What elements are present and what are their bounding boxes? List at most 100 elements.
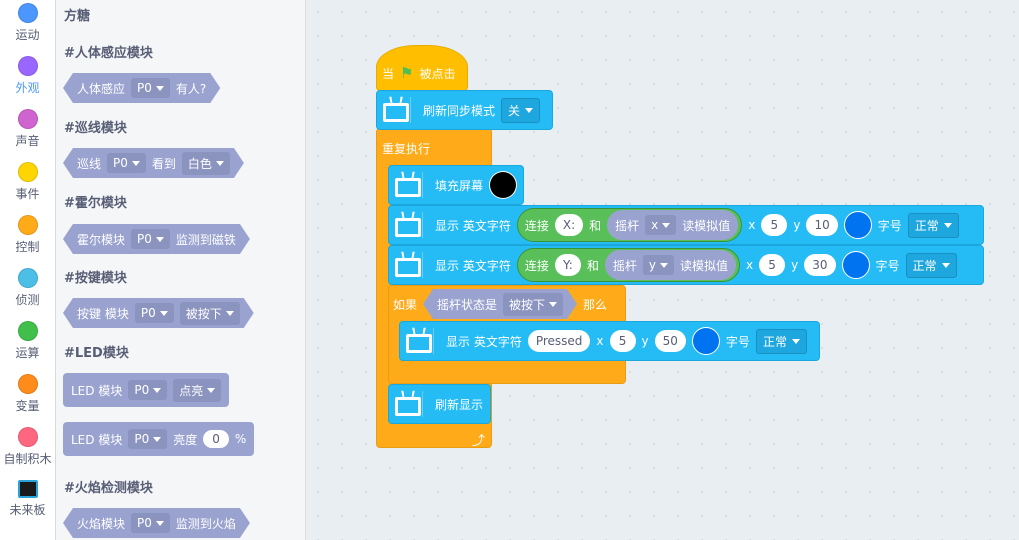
category-1[interactable]: 外观 [0, 56, 55, 96]
joystick-state-block[interactable]: 摇杆状态是被按下 [423, 289, 577, 319]
category-2[interactable]: 声音 [0, 109, 55, 149]
state-dropdown[interactable]: 点亮 [173, 378, 222, 402]
label: 读模拟值 [679, 258, 728, 273]
green-flag-icon: ⚑ [400, 64, 414, 82]
size-dropdown[interactable]: 正常 [907, 212, 959, 238]
label: 监测到火焰 [175, 516, 236, 531]
label: 当 [382, 66, 395, 81]
text-input[interactable]: Y: [554, 254, 581, 276]
state-dropdown[interactable]: 被按下 [503, 293, 563, 316]
category-dot-icon [17, 321, 38, 341]
fill-color-swatch[interactable] [489, 171, 517, 199]
label: 和 [589, 218, 602, 233]
label: 人体感应 [77, 81, 126, 96]
category-8[interactable]: 自制积木 [0, 427, 55, 467]
text-input[interactable]: Pressed [527, 330, 591, 352]
label: x [746, 258, 754, 272]
when-flag-clicked-block[interactable] [376, 45, 468, 91]
refresh-display-block[interactable]: 刷新显示 [388, 384, 491, 424]
label: 如果 [393, 297, 418, 312]
y-input[interactable]: 50 [654, 330, 686, 352]
state-dropdown[interactable]: 被按下 [180, 302, 240, 325]
port-dropdown[interactable]: P0 [131, 229, 170, 249]
label: 那么 [583, 297, 608, 312]
size-dropdown[interactable]: 正常 [905, 252, 957, 278]
label: x [748, 218, 756, 232]
category-9[interactable]: 未来板 [0, 480, 55, 518]
sync-mode-block[interactable]: 刷新同步模式关 [376, 90, 553, 130]
port-dropdown[interactable]: P0 [128, 429, 168, 449]
y-input[interactable]: 30 [804, 254, 836, 276]
label: 监测到磁铁 [175, 232, 236, 247]
category-4[interactable]: 控制 [0, 215, 55, 255]
label: 霍尔模块 [77, 232, 126, 247]
fill-screen-block[interactable]: 填充屏幕 [388, 165, 524, 205]
category-0[interactable]: 运动 [0, 3, 55, 43]
category-dot-icon [17, 162, 38, 182]
category-label: 未来板 [9, 503, 46, 517]
axis-dropdown[interactable]: y [642, 255, 674, 275]
sync-dropdown[interactable]: 关 [501, 97, 541, 123]
category-label: 声音 [15, 134, 40, 148]
category-dot-icon [17, 268, 38, 288]
text-color-swatch[interactable] [691, 327, 720, 355]
y-input[interactable]: 10 [806, 214, 838, 236]
label: 有人? [175, 81, 207, 96]
loop-arrow-icon: ⤴ [472, 434, 486, 449]
label: 被点击 [419, 66, 456, 81]
text-color-swatch[interactable] [841, 251, 870, 279]
x-input[interactable]: 5 [759, 254, 786, 276]
label: 看到 [151, 156, 176, 171]
category-dot-icon [17, 215, 38, 235]
section-line: #巡线模块 [64, 121, 127, 136]
category-6[interactable]: 运算 [0, 321, 55, 361]
category-7[interactable]: 变量 [0, 374, 55, 414]
x-input[interactable]: 5 [609, 330, 636, 352]
brightness-input[interactable]: 0 [203, 430, 229, 448]
section-key: #按键模块 [64, 271, 127, 286]
category-label: 自制积木 [3, 452, 52, 466]
category-label: 变量 [15, 399, 40, 413]
label: 字号 [877, 218, 902, 233]
category-bar: 运动外观声音事件控制侦测运算变量自制积木未来板 [0, 0, 56, 540]
label: 巡线 [77, 156, 102, 171]
category-5[interactable]: 侦测 [0, 268, 55, 308]
text-input[interactable]: X: [554, 214, 584, 236]
board-icon [17, 480, 38, 498]
category-label: 运算 [15, 346, 40, 360]
label: y [793, 218, 801, 232]
line-block[interactable]: 巡线 P0 看到白色 [63, 148, 244, 178]
label: 显示 英文字符 [446, 334, 522, 349]
port-dropdown[interactable]: P0 [128, 380, 168, 400]
port-dropdown[interactable]: P0 [135, 303, 174, 323]
size-dropdown[interactable]: 正常 [755, 328, 807, 354]
label: 字号 [875, 258, 900, 273]
port-dropdown[interactable]: P0 [131, 513, 170, 533]
color-dropdown[interactable]: 白色 [182, 152, 230, 175]
label: y [641, 334, 649, 348]
x-input[interactable]: 5 [761, 214, 788, 236]
category-3[interactable]: 事件 [0, 162, 55, 202]
port-dropdown[interactable]: P0 [107, 153, 146, 173]
screen-icon [395, 251, 423, 278]
category-dot-icon [17, 56, 38, 76]
text-color-swatch[interactable] [843, 211, 872, 239]
label: 刷新同步模式 [423, 103, 496, 118]
port-dropdown[interactable]: P0 [131, 78, 170, 98]
hall-block[interactable]: 霍尔模块 P0 监测到磁铁 [63, 224, 250, 254]
body-sensor-block[interactable]: 人体感应 P0 有人? [63, 73, 220, 103]
screen-icon [406, 327, 434, 354]
axis-dropdown[interactable]: x [645, 215, 677, 235]
